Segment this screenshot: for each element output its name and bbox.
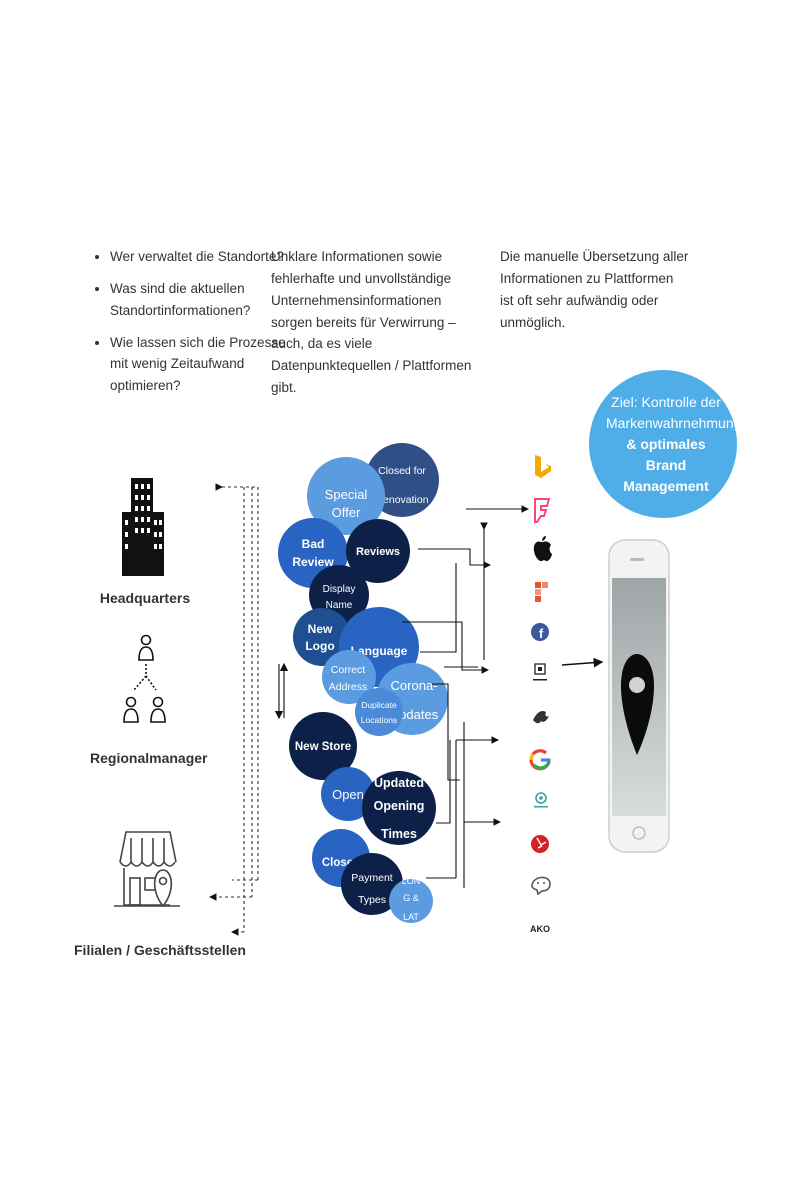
bubble-label: Language <box>351 644 408 658</box>
bubble-label: Address <box>329 681 368 693</box>
question-list: Wer verwaltet die Standorte? Was sind di… <box>88 246 290 407</box>
goal-amp: & <box>626 436 637 452</box>
hotfrog-icon <box>533 711 549 724</box>
bubble-shape <box>355 688 403 736</box>
regionalmanager-label: Regionalmanager <box>90 750 208 766</box>
platform-connectors <box>402 505 530 888</box>
store-icon <box>114 831 180 908</box>
bing-icon <box>535 455 551 478</box>
bubble-shape <box>322 650 376 704</box>
goal-line1: Ziel: Kontrolle der Markenwahrnehmung <box>606 394 742 431</box>
platform-icons: f <box>529 455 552 934</box>
bubble-label: New <box>308 622 333 636</box>
location-pin-icon <box>621 654 654 755</box>
svg-text:f: f <box>539 626 544 641</box>
bubble-label: Updated <box>374 776 424 790</box>
bubble-open: Open <box>321 767 375 821</box>
bubble-label: LAT <box>403 912 419 922</box>
building-icon <box>122 478 164 576</box>
bubble-label: Duplicate <box>361 700 397 710</box>
bubble-long-lat: LON G & LAT <box>389 876 433 923</box>
bubble-label: Special <box>325 487 368 502</box>
bubble-label: Types <box>358 894 386 906</box>
yelp-bar-icon <box>535 582 548 602</box>
bubble-shape <box>321 767 375 821</box>
bubble-label: Display <box>323 584 356 595</box>
bubble-label: Open <box>332 787 364 802</box>
bubble-shape <box>389 879 433 923</box>
goal-text: Ziel: Kontrolle der Markenwahrnehmung & … <box>606 392 741 497</box>
bubble-new-store: New Store <box>289 712 357 780</box>
bubble-shape <box>362 771 436 845</box>
platform-label: AKO <box>530 924 550 934</box>
uber-icon <box>533 663 547 681</box>
bubble-label: Payment <box>351 872 393 884</box>
middle-paragraph: Unklare Informationen sowie fehlerhafte … <box>271 249 472 396</box>
bubble-label: Times <box>381 827 417 841</box>
smartphone-icon <box>608 539 670 853</box>
bubble-label: Name <box>326 600 353 611</box>
bubble-label: New Store <box>295 741 351 753</box>
bubble-reviews: Reviews <box>346 519 410 583</box>
bubble-label: Bad <box>302 537 325 551</box>
google-icon <box>529 749 551 771</box>
bubble-duplicate-locations: Duplicate Locations <box>355 688 403 736</box>
bubble-new-logo: New Logo <box>293 608 351 666</box>
bubble-label: Corona- <box>391 678 438 693</box>
bubble-label: Review <box>292 555 334 569</box>
bubble-label: Correct <box>331 664 366 676</box>
waze-icon <box>531 876 551 896</box>
bubble-label: G & <box>403 893 419 903</box>
yelp-icon <box>531 835 549 853</box>
dashed-connectors <box>208 483 259 936</box>
goal-circle <box>589 370 737 518</box>
bubble-shape <box>289 712 357 780</box>
question-item: Wer verwaltet die Standorte? <box>110 246 290 268</box>
bubble-shape <box>341 853 403 915</box>
question-item: Wie lassen sich die Prozesse mit wenig Z… <box>110 332 290 398</box>
bubble-label: Logo <box>305 639 334 653</box>
headquarters-label: Headquarters <box>99 590 191 606</box>
facebook-icon: f <box>531 623 549 641</box>
bubble-label: Closed for <box>378 465 426 477</box>
bubble-label: Opening <box>374 799 425 813</box>
bubble-label: Reviews <box>356 546 400 558</box>
bubble-label: Offer <box>332 505 361 520</box>
question-item: Was sind die aktuellen Standortinformati… <box>110 278 290 322</box>
here-icon: AKO <box>530 924 550 934</box>
tripadvisor-icon <box>534 792 548 808</box>
branches-label: Filialen / Geschäftsstellen <box>74 942 246 958</box>
bubble-correct-address: Correct Address <box>322 650 376 704</box>
bubble-payment-types: Payment Types <box>341 853 403 915</box>
apple-icon <box>533 536 552 562</box>
goal-bold: optimales Brand Management <box>623 436 709 494</box>
arrow-to-phone <box>561 657 604 668</box>
bubble-updated-opening-times: Updated Opening Times <box>362 771 436 845</box>
right-paragraph: Die manuelle Übersetzung aller Informati… <box>500 249 689 330</box>
people-hierarchy-icon <box>123 634 166 723</box>
vertical-double-arrow <box>274 662 289 720</box>
bubble-shape <box>307 457 385 535</box>
bubble-label: LON <box>402 876 421 886</box>
bubble-shape <box>293 608 351 666</box>
bubble-label: Locations <box>361 715 397 725</box>
bubble-shape <box>346 519 410 583</box>
foursquare-icon <box>534 498 551 523</box>
bubble-special-offer: Special Offer <box>307 457 385 535</box>
bubble-label: Renovation <box>375 494 428 506</box>
